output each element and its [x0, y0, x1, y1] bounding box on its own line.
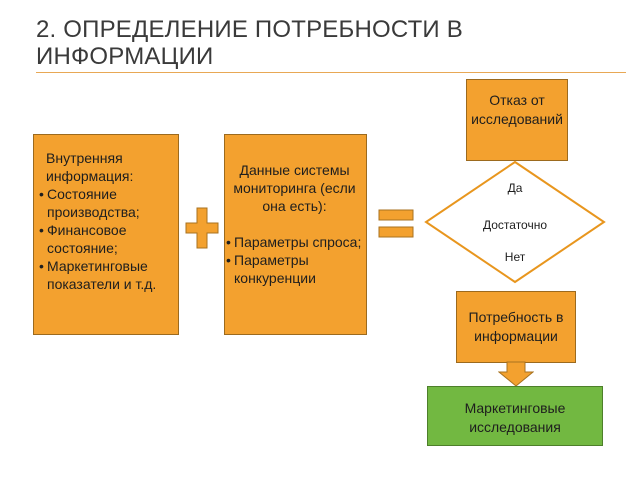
internal-information-box: Внутренняя информация: Состояние произво…	[33, 134, 179, 335]
information-need-box: Потребность в информации	[456, 291, 576, 363]
plus-icon	[185, 207, 219, 249]
monitoring-data-box: Данные системы мониторинга (если она ест…	[224, 134, 367, 335]
slide-title: 2. ОПРЕДЕЛЕНИЕ ПОТРЕБНОСТИ В ИНФОРМАЦИИ	[36, 16, 463, 70]
monitoring-data-lead: Данные системы мониторинга (если она ест…	[233, 162, 356, 214]
decision-diamond	[424, 160, 606, 284]
title-underline	[36, 72, 626, 73]
refusal-box: Отказ от исследований	[466, 79, 568, 161]
decision-yes-label: Да	[507, 181, 523, 195]
list-item: Параметры конкуренции	[226, 251, 362, 287]
decision-question-label: Достаточно	[482, 218, 548, 232]
decision-no-label: Нет	[504, 250, 526, 264]
list-item: Финансовое состояние;	[39, 221, 174, 257]
internal-information-lead: Внутренняя информация:	[46, 150, 134, 184]
list-item: Параметры спроса;	[226, 233, 362, 251]
marketing-research-box: Маркетинговые исследования	[427, 386, 603, 446]
list-item: Состояние производства;	[39, 185, 174, 221]
down-arrow-icon	[498, 361, 534, 387]
monitoring-data-list: Параметры спроса; Параметры конкуренции	[226, 233, 362, 287]
equals-icon	[378, 209, 414, 238]
list-item: Маркетинговые показатели и т.д.	[39, 257, 174, 293]
internal-information-list: Состояние производства; Финансовое состо…	[39, 185, 174, 293]
